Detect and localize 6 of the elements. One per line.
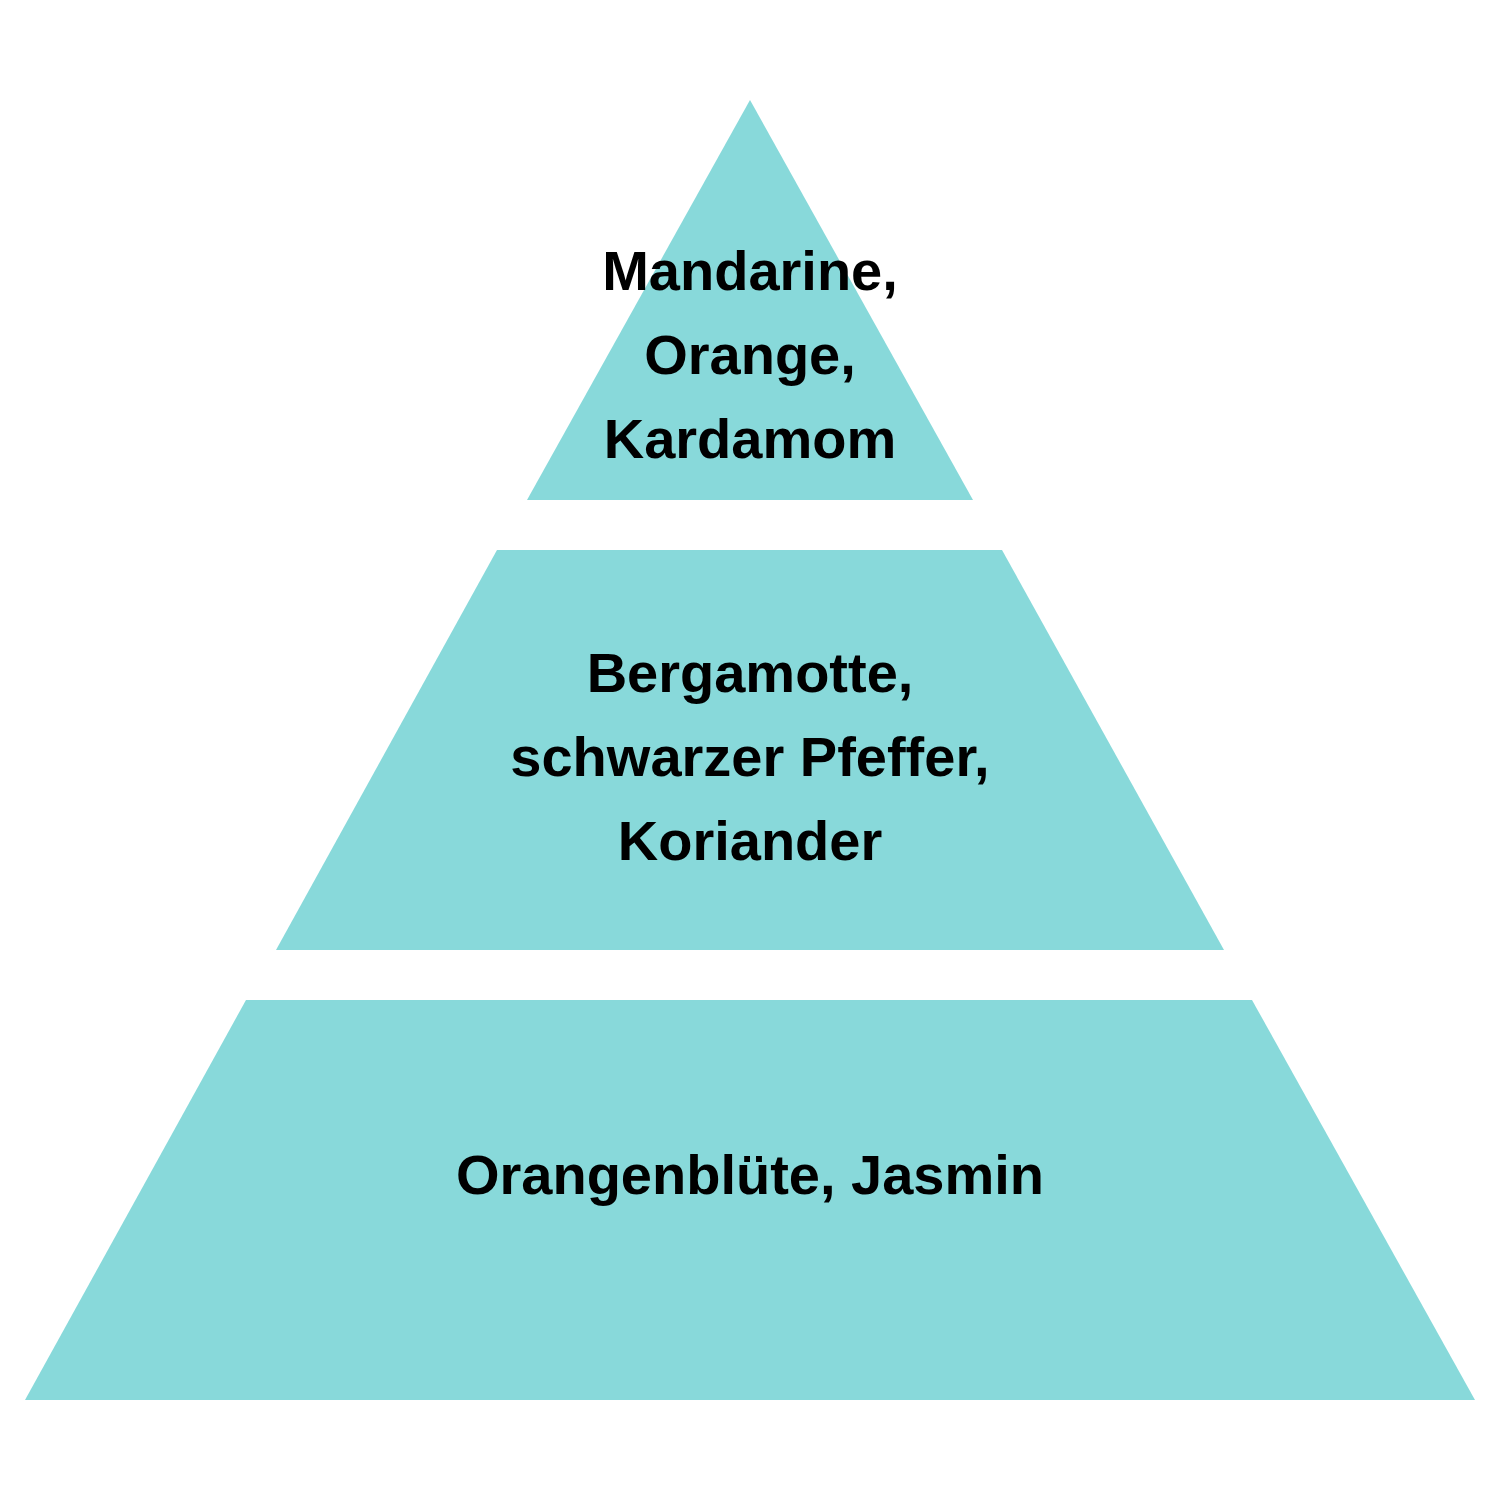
- pyramid-middle-tier: [276, 550, 1224, 950]
- pyramid-base-tier: [25, 1000, 1475, 1400]
- tier-text: Mandarine, Orange, Kardamom: [602, 239, 898, 470]
- tier-text: Orangenblüte, Jasmin: [455, 1143, 1045, 1206]
- tier-text: Bergamotte, schwarzer Pfeffer, Koriander: [510, 641, 990, 872]
- pyramid-top-tier: [527, 100, 973, 500]
